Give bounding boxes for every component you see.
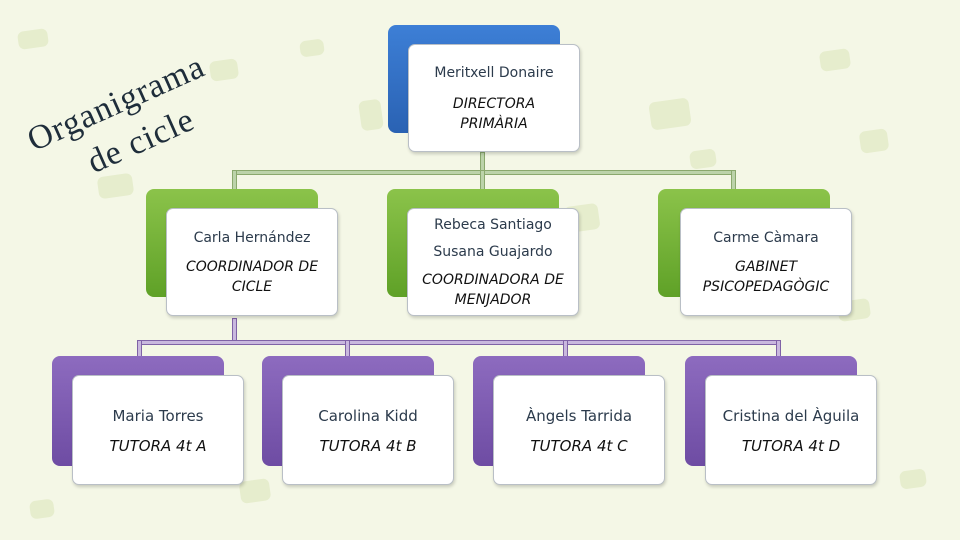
coordinator-role-line1: COORDINADORA DE (422, 272, 564, 288)
connector-tutors-bus (137, 340, 781, 345)
tutor-name: Maria Torres (112, 407, 204, 425)
background-decoration (818, 48, 852, 72)
tutor-card-4a: Maria Torres TUTORA 4t A (72, 375, 244, 485)
director-role-line2: PRIMÀRIA (460, 116, 528, 132)
director-card: Meritxell Donaire DIRECTORA PRIMÀRIA (408, 44, 580, 152)
tutor-role: TUTORA 4t C (530, 437, 628, 455)
coordinator-card-cycle: Carla Hernández COORDINADOR DE CICLE (166, 208, 338, 316)
background-decoration (688, 148, 718, 170)
coordinator-role-line2: MENJADOR (454, 292, 532, 308)
coordinator-name: Carme Càmara (713, 230, 819, 246)
director-role-line1: DIRECTORA (452, 96, 536, 112)
tutor-name: Cristina del Àguila (722, 407, 860, 425)
coordinator-name-secondary: Susana Guajardo (433, 244, 553, 260)
tutor-role: TUTORA 4t A (109, 437, 207, 455)
background-decoration (238, 478, 272, 504)
background-decoration (858, 128, 890, 154)
coordinator-card-dining: Rebeca Santiago Susana Guajardo COORDINA… (407, 208, 579, 316)
coordinator-role-line1: COORDINADOR DE (185, 259, 319, 275)
background-decoration (28, 498, 56, 520)
connector-director-down (480, 152, 485, 172)
background-decoration (16, 27, 50, 51)
coordinator-role-line1: GABINET (734, 259, 798, 275)
tutor-role: TUTORA 4t D (741, 437, 841, 455)
background-decoration (358, 98, 384, 132)
tutor-card-4d: Cristina del Àguila TUTORA 4t D (705, 375, 877, 485)
coordinator-card-psychopedagogy: Carme Càmara GABINET PSICOPEDAGÒGIC (680, 208, 852, 316)
tutor-role: TUTORA 4t B (319, 437, 417, 455)
background-decoration (648, 97, 692, 131)
tutor-card-4b: Carolina Kidd TUTORA 4t B (282, 375, 454, 485)
background-decoration (299, 38, 325, 58)
coordinator-role-line2: CICLE (231, 279, 273, 295)
coordinator-name: Carla Hernández (193, 230, 311, 246)
tutor-name: Carolina Kidd (318, 407, 418, 425)
background-decoration (898, 468, 928, 490)
tutor-name: Àngels Tarrida (525, 407, 633, 425)
tutor-card-4c: Àngels Tarrida TUTORA 4t C (493, 375, 665, 485)
background-decoration (208, 58, 240, 82)
connector-tutors-down (232, 318, 237, 342)
coordinator-name: Rebeca Santiago (434, 217, 552, 233)
director-name: Meritxell Donaire (434, 65, 554, 81)
coordinator-role-line2: PSICOPEDAGÒGIC (702, 279, 830, 295)
